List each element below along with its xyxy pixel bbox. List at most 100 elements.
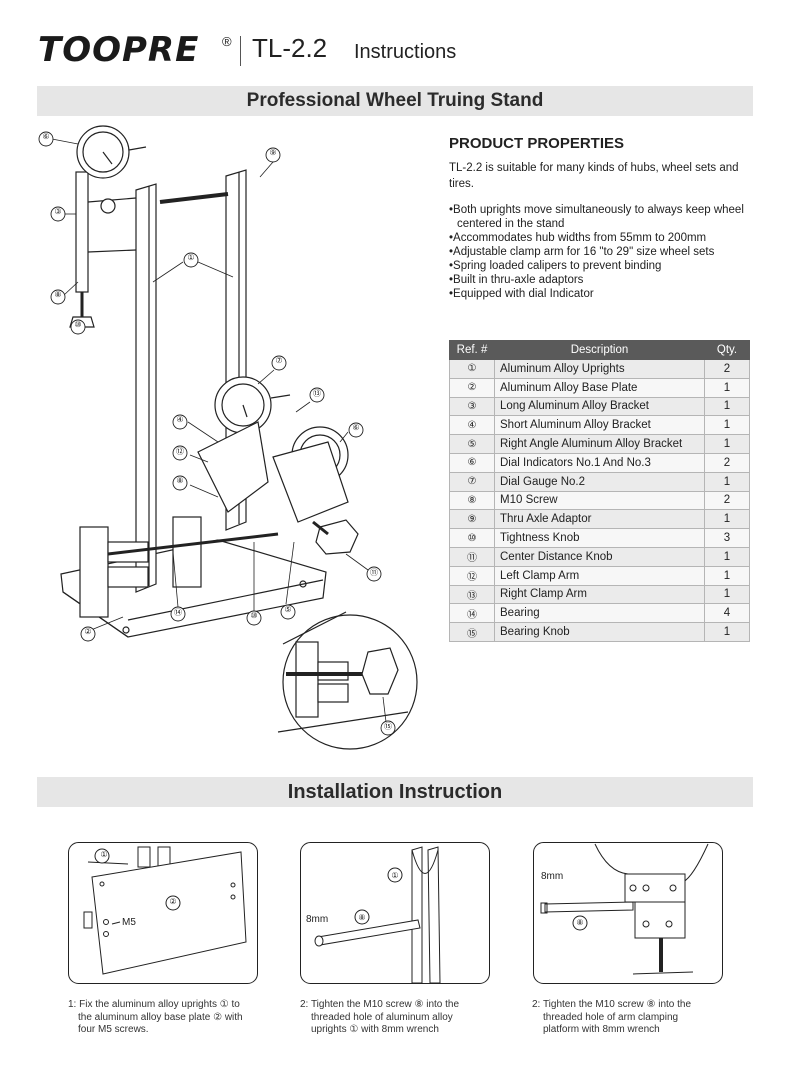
- qty-cell: 1: [704, 396, 750, 417]
- model-number: TL-2.2: [252, 33, 328, 63]
- step1-illustration: [68, 842, 258, 984]
- callout-2: ②: [84, 627, 92, 636]
- qty-cell: 2: [704, 490, 750, 511]
- qty-cell: 2: [704, 452, 750, 473]
- qty-cell: 1: [704, 622, 750, 642]
- step2-illustration: [300, 842, 490, 984]
- list-item: Spring loaded calipers to prevent bindin…: [449, 259, 759, 273]
- callout-1: ①: [187, 253, 195, 262]
- ref-cell: ⑭: [449, 603, 495, 624]
- description-cell: Short Aluminum Alloy Bracket: [494, 415, 705, 436]
- qty-cell: 1: [704, 377, 750, 398]
- ref-cell: ⑧: [449, 490, 495, 511]
- step2-size-label: 8mm: [306, 914, 329, 925]
- description-cell: Center Distance Knob: [494, 546, 705, 567]
- list-item: Accommodates hub widths from 55mm to 200…: [449, 231, 759, 245]
- table-header-row: Ref. # Description Qty.: [449, 340, 750, 360]
- step2-callout-1: ①: [391, 871, 399, 880]
- ref-cell: ⑤: [449, 434, 495, 454]
- callout-11: ⑪: [370, 568, 378, 577]
- properties-title: PRODUCT PROPERTIES: [449, 135, 625, 152]
- ref-cell: ④: [449, 415, 495, 436]
- column-header-qty: Qty.: [704, 340, 750, 360]
- properties-intro: TL-2.2 is suitable for many kinds of hub…: [449, 162, 739, 190]
- list-item: Built in thru-axle adaptors: [449, 273, 759, 287]
- ref-cell: ⑪: [449, 546, 495, 567]
- step2-caption: 2: Tighten the M10 screw ⑧ into the thre…: [300, 999, 460, 1035]
- callout-13: ⑬: [313, 389, 321, 398]
- description-cell: Dial Indicators No.1 And No.3: [494, 452, 705, 473]
- description-cell: Right Clamp Arm: [494, 584, 705, 605]
- ref-cell: ③: [449, 396, 495, 417]
- ref-cell: ⑦: [449, 471, 495, 492]
- qty-cell: 4: [704, 603, 750, 624]
- callout-12: ⑫: [176, 447, 184, 456]
- description-cell: Aluminum Alloy Base Plate: [494, 377, 705, 398]
- list-item: Adjustable clamp arm for 16 "to 29" size…: [449, 245, 759, 259]
- description-cell: Long Aluminum Alloy Bracket: [494, 396, 705, 417]
- ref-cell: ⑬: [449, 584, 495, 605]
- document-type: Instructions: [354, 41, 457, 63]
- step1-caption: 1: Fix the aluminum alloy uprights ① to …: [68, 999, 243, 1035]
- step3-size-label: 8mm: [541, 871, 564, 882]
- ref-cell: ⑨: [449, 509, 495, 530]
- qty-cell: 1: [704, 584, 750, 605]
- description-cell: Bearing: [494, 603, 705, 624]
- qty-cell: 1: [704, 565, 750, 586]
- qty-cell: 2: [704, 359, 750, 379]
- callout-15: ⑮: [384, 722, 392, 731]
- callout-10: ⑩: [74, 320, 82, 329]
- callout-8b: ⑧: [176, 476, 184, 485]
- qty-cell: 1: [704, 415, 750, 436]
- description-cell: Aluminum Alloy Uprights: [494, 359, 705, 379]
- list-item: Both uprights move simultaneously to alw…: [449, 203, 759, 231]
- ref-cell: ⑫: [449, 565, 495, 586]
- step2-callout-8: ⑧: [358, 913, 366, 922]
- properties-list: Both uprights move simultaneously to alw…: [449, 203, 759, 301]
- description-cell: Right Angle Aluminum Alloy Bracket: [494, 434, 705, 454]
- qty-cell: 1: [704, 546, 750, 567]
- header-divider: [240, 36, 241, 66]
- section-banner-installation: Installation Instruction: [37, 777, 753, 807]
- callout-5: ⑤: [284, 605, 292, 614]
- description-cell: M10 Screw: [494, 490, 705, 511]
- ref-cell: ⑥: [449, 452, 495, 473]
- qty-cell: 3: [704, 528, 750, 548]
- callout-7: ⑦: [275, 356, 283, 365]
- callout-4: ④: [176, 415, 184, 424]
- list-item: Equipped with dial Indicator: [449, 287, 759, 301]
- ref-cell: ②: [449, 377, 495, 398]
- step1-callout-1: ①: [100, 850, 108, 859]
- step1-callout-2: ②: [169, 897, 177, 906]
- callout-3: ③: [54, 207, 62, 216]
- ref-cell: ⑩: [449, 528, 495, 548]
- callout-6b: ⑥: [352, 423, 360, 432]
- registered-mark: ®: [222, 34, 232, 49]
- qty-cell: 1: [704, 509, 750, 530]
- column-header-ref: Ref. #: [449, 340, 495, 360]
- callout-14: ⑭: [174, 608, 182, 617]
- wheel-truing-stand-diagram: [38, 125, 418, 750]
- description-cell: Dial Gauge No.2: [494, 471, 705, 492]
- description-cell: Left Clamp Arm: [494, 565, 705, 586]
- brand-logo: TOOPRE: [38, 30, 200, 70]
- step3-callout-8: ⑧: [576, 918, 584, 927]
- section-banner-product: Professional Wheel Truing Stand: [37, 86, 753, 116]
- callout-10b: ⑩: [250, 611, 258, 620]
- step1-screw-label: M5: [122, 917, 136, 928]
